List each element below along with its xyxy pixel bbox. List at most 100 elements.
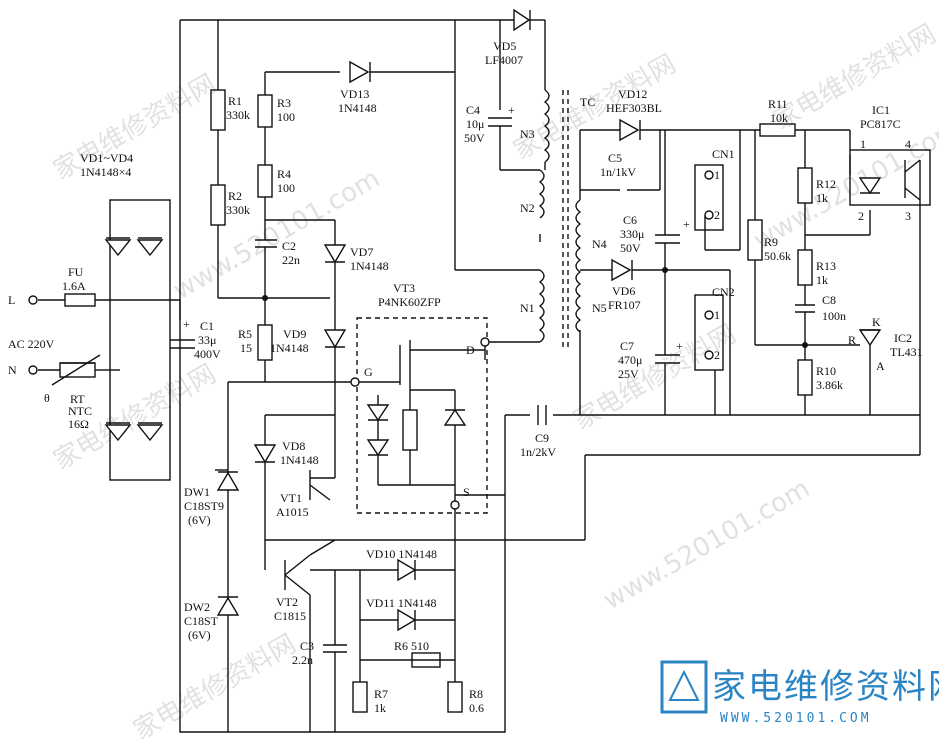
svg-text:FR107: FR107 [608,298,641,312]
svg-text:1n/1kV: 1n/1kV [600,165,636,179]
svg-text:θ: θ [44,391,50,405]
svg-text:S: S [463,485,470,499]
svg-text:330k: 330k [226,108,250,122]
watermark-layer: 家电维修资料网 家电维修资料网 家电维修资料网 家电维修资料网 家电维修资料网 … [49,19,939,743]
svg-text:R11: R11 [768,97,788,111]
terminals [28,170,714,510]
label-N: N [8,363,17,377]
svg-text:VD7: VD7 [350,245,373,259]
svg-text:VD11 1N4148: VD11 1N4148 [366,596,437,610]
svg-text:C1: C1 [200,319,214,333]
svg-text:C3: C3 [300,639,314,653]
svg-text:1N4148: 1N4148 [280,453,319,467]
svg-text:IC2: IC2 [894,331,912,345]
svg-text:R7: R7 [374,687,388,701]
svg-text:100: 100 [277,110,295,124]
svg-text:G: G [364,365,373,379]
svg-text:TL431: TL431 [890,345,923,359]
svg-text:R12: R12 [816,177,836,191]
svg-text:www.520101.com: www.520101.com [599,474,816,616]
svg-text:DW1: DW1 [184,485,210,499]
svg-text:VD5: VD5 [493,39,516,53]
svg-text:C6: C6 [623,213,637,227]
svg-text:1N4148: 1N4148 [270,341,309,355]
svg-text:50V: 50V [620,241,641,255]
svg-text:0.6: 0.6 [469,701,484,715]
svg-text:1k: 1k [816,191,828,205]
svg-text:1N4148×4: 1N4148×4 [80,165,131,179]
svg-text:VT3: VT3 [393,281,415,295]
svg-text:3.86k: 3.86k [816,378,843,392]
svg-text:N2: N2 [520,201,535,215]
svg-text:家电维修资料网: 家电维修资料网 [129,629,302,743]
svg-text:+: + [183,317,190,331]
svg-text:D: D [466,343,475,357]
svg-text:PC817C: PC817C [860,117,901,131]
svg-text:1: 1 [714,168,720,182]
svg-text:家电维修资料网: 家电维修资料网 [49,69,222,186]
svg-text:4: 4 [905,137,911,151]
svg-text:2: 2 [714,348,720,362]
junctions [262,267,808,348]
svg-text:C1815: C1815 [274,609,306,623]
svg-text:C9: C9 [535,431,549,445]
svg-text:VD12: VD12 [618,87,647,101]
svg-text:家电维修资料网: 家电维修资料网 [712,667,939,707]
svg-text:10μ: 10μ [466,117,484,131]
svg-text:R1: R1 [228,94,242,108]
svg-text:(6V): (6V) [188,628,211,642]
svg-text:1N4148: 1N4148 [338,101,377,115]
svg-text:家电维修资料网: 家电维修资料网 [769,19,939,136]
svg-text:+: + [508,103,515,117]
svg-text:N1: N1 [520,301,535,315]
svg-text:50.6k: 50.6k [764,249,791,263]
svg-text:33μ: 33μ [198,333,216,347]
svg-text:R13: R13 [816,259,836,273]
svg-text:C8: C8 [822,293,836,307]
svg-text:C4: C4 [466,103,480,117]
svg-text:R3: R3 [277,96,291,110]
svg-text:15: 15 [240,341,252,355]
svg-text:(6V): (6V) [188,513,211,527]
svg-text:DW2: DW2 [184,600,210,614]
svg-text:VT1: VT1 [280,491,302,505]
svg-text:C18ST: C18ST [184,614,219,628]
label-L: L [8,293,15,307]
svg-text:3: 3 [905,209,911,223]
svg-text:1k: 1k [374,701,386,715]
svg-text:CN1: CN1 [712,147,735,161]
svg-text:2.2n: 2.2n [292,653,313,667]
svg-text:50V: 50V [464,131,485,145]
svg-text:2: 2 [714,208,720,222]
svg-text:470μ: 470μ [618,353,642,367]
svg-text:1n/2kV: 1n/2kV [520,445,556,459]
svg-text:R4: R4 [277,167,291,181]
svg-text:P4NK60ZFP: P4NK60ZFP [378,295,441,309]
svg-text:VD8: VD8 [282,439,305,453]
svg-text:400V: 400V [194,347,221,361]
svg-text:HEF303BL: HEF303BL [606,101,662,115]
svg-text:R5: R5 [238,327,252,341]
svg-text:22n: 22n [282,253,300,267]
svg-text:R9: R9 [764,235,778,249]
svg-text:WWW.520101.COM: WWW.520101.COM [720,711,872,726]
svg-text:25V: 25V [618,367,639,381]
label-ac: AC 220V [8,337,55,351]
svg-text:VT2: VT2 [276,595,298,609]
svg-text:C18ST9: C18ST9 [184,499,224,513]
svg-text:N4: N4 [592,237,607,251]
svg-text:VD9: VD9 [283,327,306,341]
svg-text:A1015: A1015 [276,505,309,519]
svg-text:+: + [683,217,690,231]
svg-text:16Ω: 16Ω [68,417,89,431]
svg-text:1.6A: 1.6A [62,279,86,293]
svg-text:1: 1 [714,308,720,322]
svg-text:330μ: 330μ [620,227,644,241]
svg-text:100n: 100n [822,309,846,323]
svg-text:10k: 10k [770,111,788,125]
brand-logo: 家电维修资料网 WWW.520101.COM [660,660,939,726]
svg-text:N3: N3 [520,127,535,141]
svg-text:IC1: IC1 [872,103,890,117]
component-labels: L N AC 220V FU 1.6A RT θ NTC 16Ω VD1~VD4… [8,39,923,715]
